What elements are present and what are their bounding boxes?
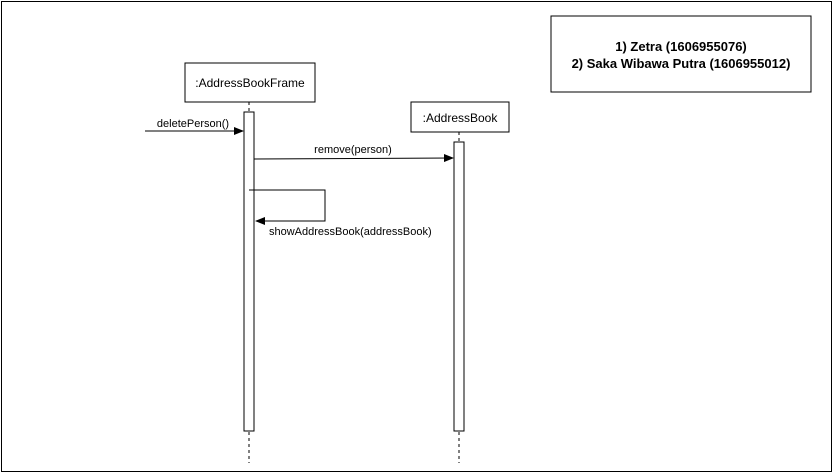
message-show-address-book[interactable]: showAddressBook(addressBook)	[249, 189, 432, 238]
note-line-2: 2) Saka Wibawa Putra (1606955012)	[572, 56, 791, 71]
note-line-1: 1) Zetra (1606955076)	[615, 39, 747, 54]
message-label: showAddressBook(addressBook)	[269, 226, 432, 238]
lifeline-header-box[interactable]	[410, 101, 510, 133]
message-label: deletePerson()	[157, 118, 229, 130]
activation-bar[interactable]	[243, 111, 255, 432]
lifeline-label: :AddressBook	[423, 111, 499, 125]
message-label: remove(person)	[314, 144, 392, 156]
lifeline-label: :AddressBookFrame	[195, 76, 305, 90]
lifeline-header-box[interactable]	[184, 62, 316, 103]
self-call-arrow	[249, 189, 326, 225]
message-delete-person[interactable]: deletePerson()	[145, 118, 244, 135]
lifeline-address-book-frame[interactable]: :AddressBookFrame	[184, 62, 316, 463]
activation-bar[interactable]	[453, 141, 465, 432]
note-box	[550, 15, 812, 93]
authors-note: 1) Zetra (1606955076) 2) Saka Wibawa Put…	[550, 15, 812, 93]
lifeline-address-book[interactable]: :AddressBook	[410, 101, 510, 463]
message-arrow	[253, 154, 454, 163]
message-remove-person[interactable]: remove(person)	[253, 144, 454, 163]
